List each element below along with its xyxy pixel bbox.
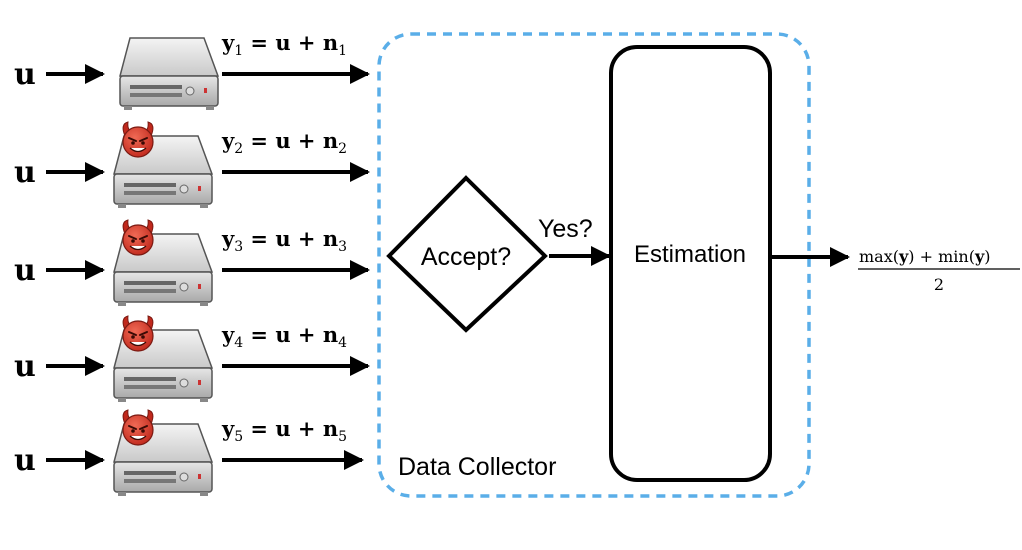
formula-max: max( [859, 247, 899, 266]
devil-icon [122, 315, 154, 352]
equation-eq-lhs: y [221, 128, 235, 153]
formula-y-max: y [898, 247, 909, 266]
input-row: uy5 = u + n5 [14, 409, 364, 496]
output-equation: y5 = u + n5 [221, 416, 347, 445]
input-row: uy1 = u + n1 [14, 30, 370, 110]
accept-label: Accept? [421, 243, 511, 271]
equation-eq-mid: = u + n [243, 322, 338, 347]
input-u-symbol: u [14, 349, 36, 384]
yes-label: Yes? [538, 215, 593, 243]
output-formula: max(y) + min(y) 2 [858, 247, 1020, 294]
input-u-symbol: u [14, 155, 36, 190]
devil-icon [122, 409, 154, 446]
equation-eq-mid: = u + n [243, 128, 338, 153]
input-row: uy2 = u + n2 [14, 121, 370, 208]
formula-y-min: y [974, 247, 985, 266]
svg-text:max(y) + min(y): max(y) + min(y) [859, 247, 990, 266]
devil-icon [122, 121, 154, 158]
input-u-symbol: u [14, 253, 36, 288]
output-equation: y3 = u + n3 [221, 226, 347, 255]
output-equation: y1 = u + n1 [221, 30, 347, 59]
equation-eq-sub: 1 [234, 43, 243, 59]
server-icon [119, 37, 220, 110]
equation-eq-lhs: y [221, 416, 235, 441]
equation-eq-sub2: 2 [338, 141, 347, 157]
accept-decision-diamond [386, 175, 548, 333]
equation-eq-sub2: 1 [338, 43, 347, 59]
equation-eq-sub: 4 [234, 335, 243, 351]
equation-eq-mid: = u + n [243, 226, 338, 251]
formula-denominator: 2 [934, 275, 944, 294]
data-collector-boundary [377, 32, 811, 498]
server-icon [113, 135, 214, 208]
equation-eq-lhs: y [221, 30, 235, 55]
equation-eq-sub2: 3 [338, 239, 347, 255]
equation-eq-sub2: 5 [338, 429, 347, 445]
devil-icon [122, 219, 154, 256]
input-row: uy4 = u + n4 [14, 315, 370, 402]
estimation-label: Estimation [634, 241, 746, 268]
input-u-symbol: u [14, 443, 36, 478]
equation-eq-mid: = u + n [243, 416, 338, 441]
server-icon [113, 233, 214, 306]
output-equation: y2 = u + n2 [221, 128, 347, 157]
formula-end: ) [984, 247, 990, 266]
data-collector-label: Data Collector [398, 453, 556, 481]
input-u-symbol: u [14, 57, 36, 92]
equation-eq-sub: 2 [234, 141, 243, 157]
formula-mid: ) + min( [908, 247, 975, 266]
equation-eq-sub: 3 [234, 239, 243, 255]
equation-eq-sub2: 4 [338, 335, 347, 351]
equation-eq-lhs: y [221, 322, 235, 347]
equation-eq-sub: 5 [234, 429, 243, 445]
equation-eq-mid: = u + n [243, 30, 338, 55]
output-equation: y4 = u + n4 [221, 322, 347, 351]
input-row: uy3 = u + n3 [14, 219, 370, 306]
equation-eq-lhs: y [221, 226, 235, 251]
estimation-block [609, 45, 772, 482]
